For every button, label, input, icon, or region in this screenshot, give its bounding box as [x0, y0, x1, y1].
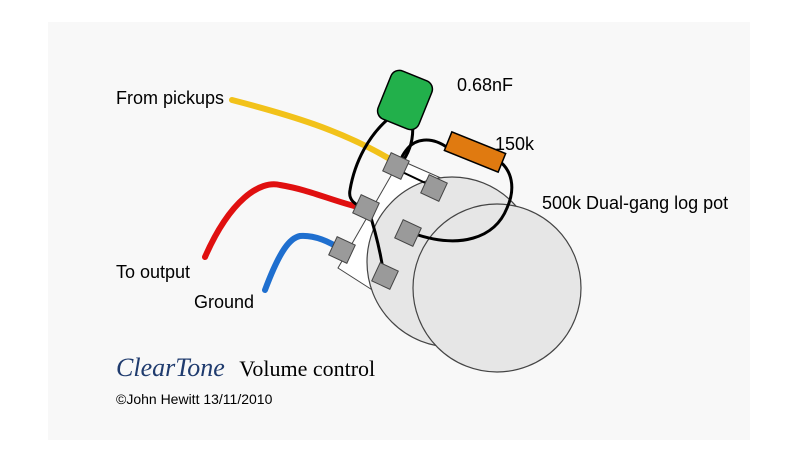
resistor-lead-right	[411, 158, 514, 243]
title: ClearTone Volume control	[116, 353, 375, 382]
label-resistor: 150k	[495, 134, 535, 154]
lug-4	[394, 219, 422, 247]
lug-1	[382, 152, 410, 180]
ground-wire	[262, 232, 345, 293]
lugs	[328, 152, 448, 290]
label-pot: 500k Dual-gang log pot	[542, 193, 728, 213]
label-ground: Ground	[194, 292, 254, 312]
label-capacitor: 0.68nF	[457, 75, 513, 95]
lug-5	[328, 236, 356, 264]
label-from-pickups: From pickups	[116, 88, 224, 108]
resistor	[443, 130, 507, 174]
label-to-output: To output	[116, 262, 190, 282]
brand-name: ClearTone	[116, 353, 225, 382]
pickup-wire	[229, 97, 391, 161]
lug-3	[352, 194, 380, 222]
output-wire	[202, 181, 361, 260]
title-subtitle: Volume control	[239, 356, 375, 381]
copyright: ©John Hewitt 13/11/2010	[116, 391, 273, 407]
lug-2	[420, 174, 448, 202]
pot-front-gang	[412, 203, 582, 373]
lug-6	[371, 262, 399, 290]
capacitor	[376, 69, 434, 131]
